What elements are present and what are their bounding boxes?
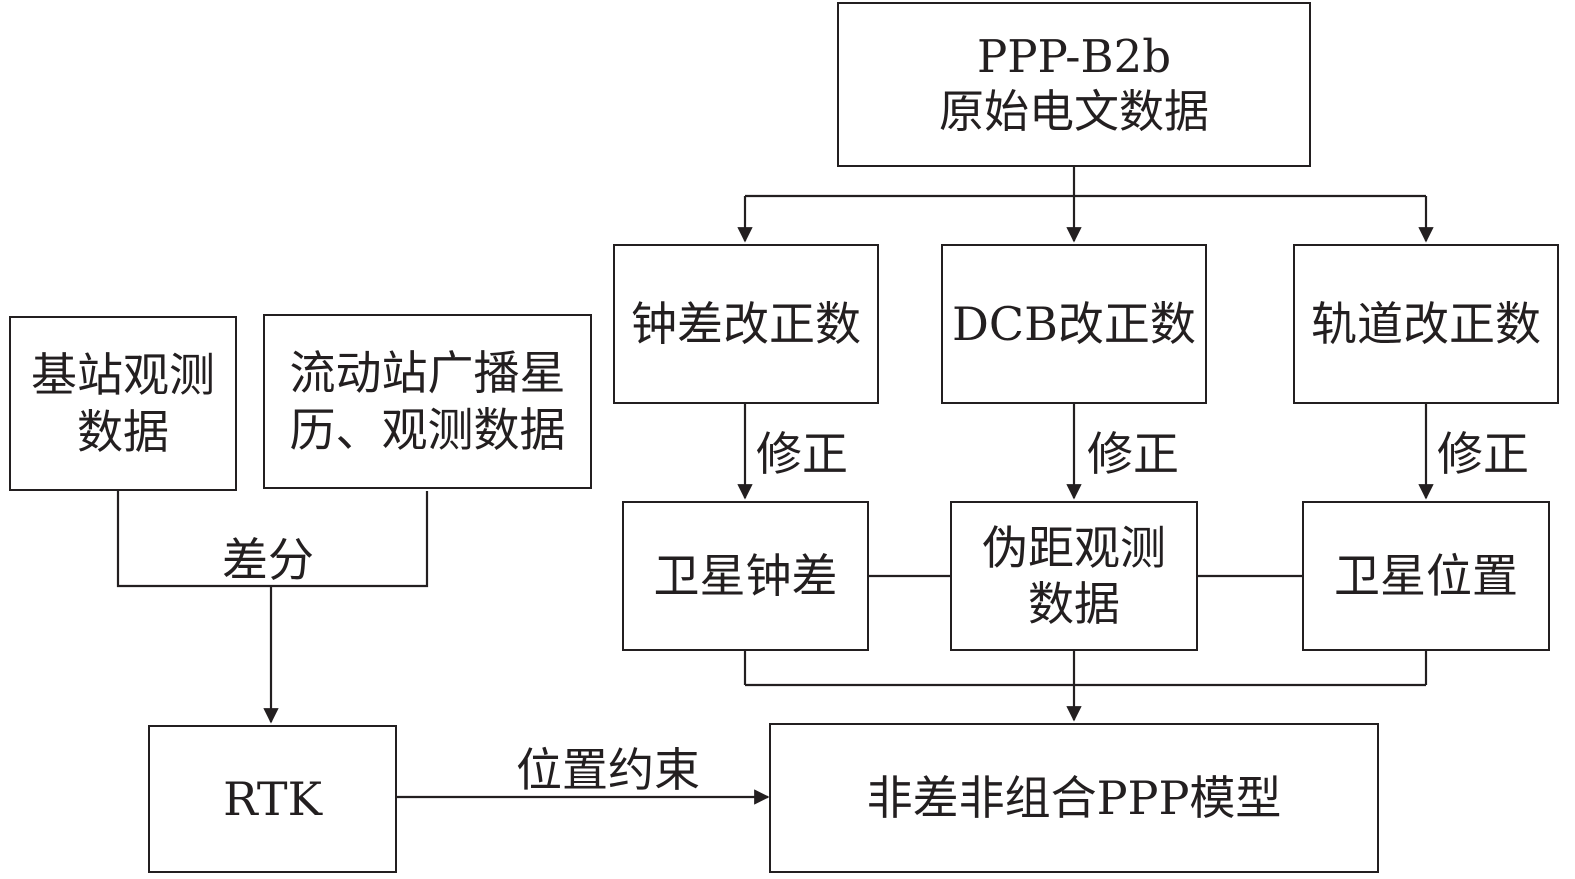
correction-label-mid: 修正 xyxy=(1087,427,1179,481)
clock-correction-label: 钟差改正数 xyxy=(631,296,861,351)
correction-label-left: 修正 xyxy=(756,427,848,481)
correction-label-right: 修正 xyxy=(1437,427,1529,481)
base-station-obs-line2: 数据 xyxy=(77,404,169,459)
dcb-correction-box: DCB改正数 xyxy=(941,244,1207,404)
satellite-position-label: 卫星位置 xyxy=(1334,548,1518,603)
base-station-obs-line1: 基站观测 xyxy=(31,348,215,403)
satellite-clock-label: 卫星钟差 xyxy=(653,548,838,603)
rtk-box: RTK xyxy=(148,725,397,873)
connector-difference-bracket xyxy=(116,491,429,588)
base-station-obs-box: 基站观测 数据 xyxy=(9,316,237,491)
ppp-model-box: 非差非组合PPP模型 xyxy=(769,723,1379,873)
pseudorange-line2: 数据 xyxy=(1028,577,1120,631)
orbit-correction-box: 轨道改正数 xyxy=(1293,244,1559,404)
ppp-model-label: 非差非组合PPP模型 xyxy=(866,770,1282,825)
difference-label: 差分 xyxy=(222,533,314,587)
satellite-clock-box: 卫星钟差 xyxy=(622,501,869,651)
clock-correction-box: 钟差改正数 xyxy=(613,244,879,404)
rover-data-box: 流动站广播星 历、观测数据 xyxy=(263,314,592,489)
rover-data-line1: 流动站广播星 xyxy=(289,346,566,401)
pseudorange-line1: 伪距观测 xyxy=(982,520,1166,575)
ppp-b2b-title: PPP-B2b xyxy=(976,29,1172,83)
rtk-label: RTK xyxy=(223,771,322,826)
ppp-b2b-raw-message-box: PPP-B2b 原始电文数据 xyxy=(837,2,1311,167)
satellite-position-box: 卫星位置 xyxy=(1302,501,1550,651)
position-constraint-label: 位置约束 xyxy=(516,743,700,797)
rover-data-line2: 历、观测数据 xyxy=(289,402,566,457)
ppp-b2b-subtitle: 原始电文数据 xyxy=(938,84,1209,138)
dcb-correction-label: DCB改正数 xyxy=(952,296,1196,351)
orbit-correction-label: 轨道改正数 xyxy=(1311,296,1541,351)
pseudorange-box: 伪距观测 数据 xyxy=(950,501,1198,651)
